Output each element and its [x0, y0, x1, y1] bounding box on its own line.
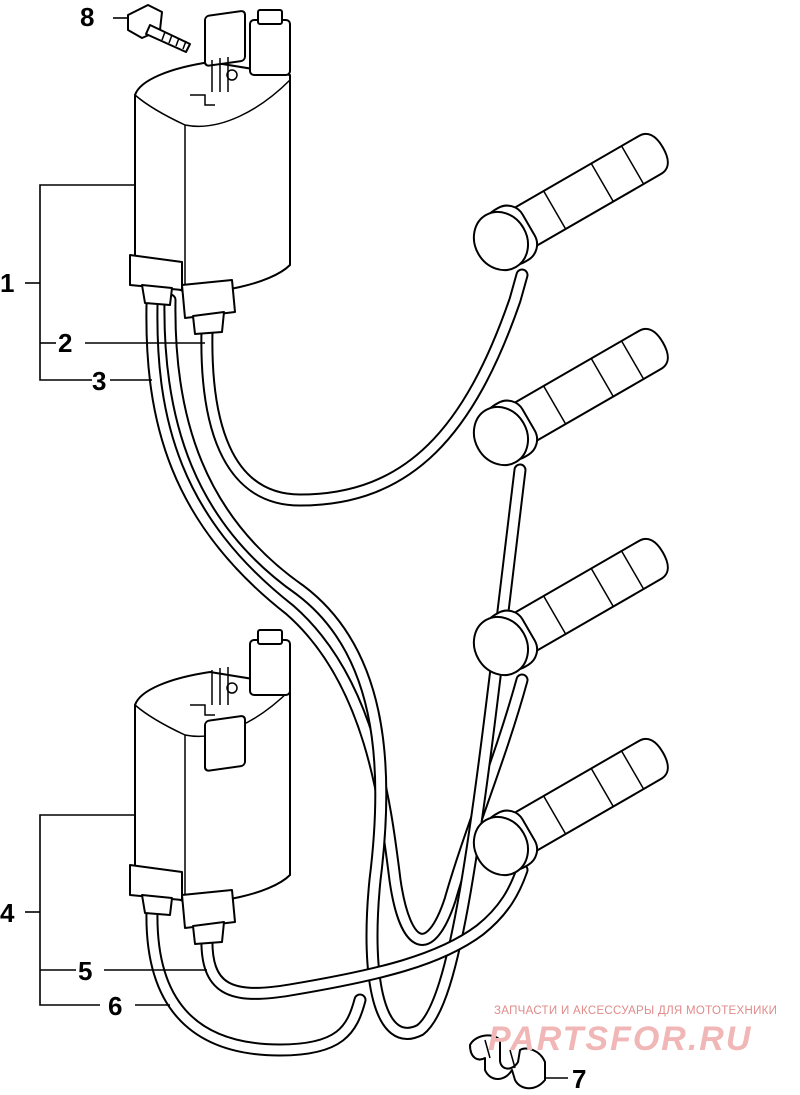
spark-plug-cap-4 — [472, 737, 669, 877]
callout-6: 6 — [108, 991, 122, 1021]
spark-plug-cap-3 — [472, 537, 669, 677]
bolt — [127, 4, 191, 53]
callout-3: 3 — [92, 366, 106, 396]
spark-plug-cap-2 — [472, 327, 669, 467]
callout-4: 4 — [0, 898, 15, 928]
ignition-coil-upper — [129, 9, 291, 335]
callout-7: 7 — [572, 1064, 586, 1094]
spark-plug-cap-1 — [472, 132, 669, 272]
high-tension-wires — [145, 268, 529, 1057]
watermark-tagline: ЗАПЧАСТИ И АКСЕССУАРЫ ДЛЯ МОТОТЕХНИКИ — [494, 1005, 777, 1017]
wire-clip — [469, 1034, 546, 1090]
callout-5: 5 — [78, 956, 92, 986]
leader-lines — [25, 17, 568, 1079]
callout-8: 8 — [80, 2, 94, 32]
watermark-logo: PARTSFOR.RU — [488, 1020, 752, 1058]
ignition-coil-lower — [129, 629, 291, 945]
callout-1: 1 — [0, 268, 14, 298]
callout-2: 2 — [58, 328, 72, 358]
